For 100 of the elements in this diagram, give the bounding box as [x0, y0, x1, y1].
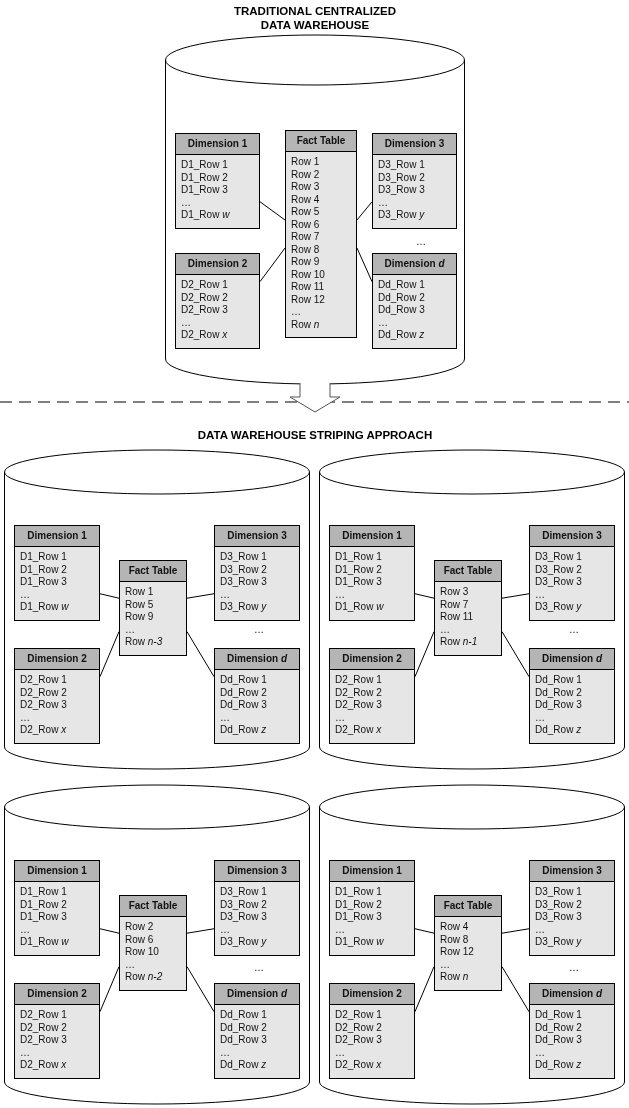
table-row-text: D3_Row 1	[535, 886, 583, 899]
table-row-text: D1_Row 1	[181, 159, 229, 172]
table-row-text: Row 4	[440, 921, 470, 934]
connector-line	[501, 593, 530, 599]
table-header: Dimension 3	[530, 861, 614, 882]
connector-line	[414, 928, 435, 934]
table-row-text: Dd_Row z	[535, 724, 583, 737]
table-header: Dimension 2	[15, 649, 99, 670]
table-row-text: D1_Row 2	[20, 898, 68, 911]
table-row-text: …	[335, 1046, 346, 1059]
table-row-text: D3_Row 2	[220, 563, 268, 576]
table-row-text: Dd_Row z	[220, 724, 268, 737]
table-row-text: D2_Row 2	[181, 291, 229, 304]
database-cylinder	[4, 450, 310, 770]
table-row-text: D1_Row 2	[335, 563, 383, 576]
table-row-text: …	[535, 923, 546, 936]
table-row-text: Row 11	[291, 281, 326, 294]
table-row-text: Row 11	[440, 611, 475, 624]
dimension-table	[214, 648, 300, 744]
dimension-table	[14, 983, 100, 1079]
database-cylinder	[319, 785, 625, 1105]
connector-line	[186, 928, 215, 934]
table-row-text: Dd_Row 1	[535, 674, 583, 687]
table-row-text: …	[535, 1046, 546, 1059]
table-row-text: Row 2	[291, 168, 321, 181]
table-row-text: D1_Row w	[20, 936, 70, 949]
table-row-text: Dd_Row 2	[378, 291, 426, 304]
table-header: Dimension 3	[215, 861, 299, 882]
table-row-text: D2_Row 3	[181, 304, 229, 317]
table-row-text: …	[535, 711, 546, 724]
table-row-text: …	[220, 711, 231, 724]
table-row-text: D2_Row x	[335, 724, 383, 737]
connector-line	[259, 201, 286, 221]
block-arrow	[289, 382, 341, 413]
table-header: Dimension 3	[373, 134, 456, 155]
table-row-text: D1_Row 1	[20, 551, 68, 564]
table-row-text: Row 8	[291, 243, 321, 256]
table-row-text: Row 7	[440, 598, 470, 611]
table-row-text: D1_Row 3	[20, 576, 68, 589]
table-row-text: …	[220, 1046, 231, 1059]
database-cylinder	[319, 450, 625, 770]
table-row-text: Dd_Row 2	[535, 1021, 583, 1034]
table-header: Dimension 2	[330, 984, 414, 1005]
dimension-table	[14, 525, 100, 621]
table-row-text: Dd_Row 1	[220, 674, 268, 687]
table-row-text: Row 5	[291, 206, 321, 219]
table-row-text: …	[181, 316, 192, 329]
table-row-text: Row 12	[440, 946, 475, 959]
table-row-text: …	[181, 196, 192, 209]
table-row-text: …	[220, 588, 231, 601]
table-row-text: D3_Row y	[378, 209, 426, 222]
table-row-text: Row 6	[291, 218, 321, 231]
table-header: Fact Table	[120, 896, 186, 917]
table-header: Fact Table	[286, 131, 356, 152]
table-row-text: Dd_Row 2	[220, 686, 268, 699]
table-row-text: Row 10	[125, 946, 160, 959]
table-row-text: D3_Row 2	[378, 171, 426, 184]
table-row-text: D1_Row 1	[335, 551, 383, 564]
table-row-text: …	[440, 623, 451, 636]
table-row-text: …	[125, 958, 136, 971]
table-row-text: D1_Row w	[335, 601, 385, 614]
table-row-text: D1_Row 2	[181, 171, 229, 184]
table-row-text: D3_Row y	[220, 601, 268, 614]
table-row-text: Row n	[291, 318, 321, 331]
table-row-text: Row 9	[125, 611, 155, 624]
table-row-text: Dd_Row 2	[220, 1021, 268, 1034]
connector-line	[186, 631, 215, 678]
table-row-text: …	[20, 711, 31, 724]
table-header: Dimension 1	[330, 861, 414, 882]
fact-table	[434, 560, 502, 656]
table-row-text: …	[440, 958, 451, 971]
fact-table	[285, 130, 357, 338]
table-row-text: …	[125, 623, 136, 636]
table-header: Fact Table	[120, 561, 186, 582]
ellipsis-mark: …	[569, 962, 580, 973]
table-row-text: D2_Row 1	[20, 674, 68, 687]
connector-line	[414, 631, 435, 678]
table-header: Fact Table	[435, 561, 501, 582]
dimension-table	[214, 525, 300, 621]
dimension-table	[14, 860, 100, 956]
table-header: Dimension d	[373, 254, 456, 275]
table-header: Dimension 3	[215, 526, 299, 547]
table-row-text: D3_Row y	[535, 936, 583, 949]
table-row-text: …	[335, 711, 346, 724]
dimension-table	[372, 133, 457, 229]
ellipsis-mark: …	[416, 236, 427, 247]
fact-table	[119, 560, 187, 656]
database-cylinder	[165, 35, 465, 385]
table-header: Dimension 1	[15, 861, 99, 882]
table-row-text: D3_Row 3	[378, 184, 426, 197]
table-row-text: Row 3	[291, 181, 321, 194]
table-row-text: D3_Row 2	[535, 898, 583, 911]
connector-line	[501, 928, 530, 934]
table-row-text: Row 4	[291, 193, 321, 206]
dimension-table	[529, 983, 615, 1079]
ellipsis-mark: …	[569, 624, 580, 635]
table-header: Dimension d	[215, 984, 299, 1005]
fact-table	[434, 895, 502, 991]
table-row-text: D3_Row y	[535, 601, 583, 614]
connector-line	[414, 966, 435, 1013]
